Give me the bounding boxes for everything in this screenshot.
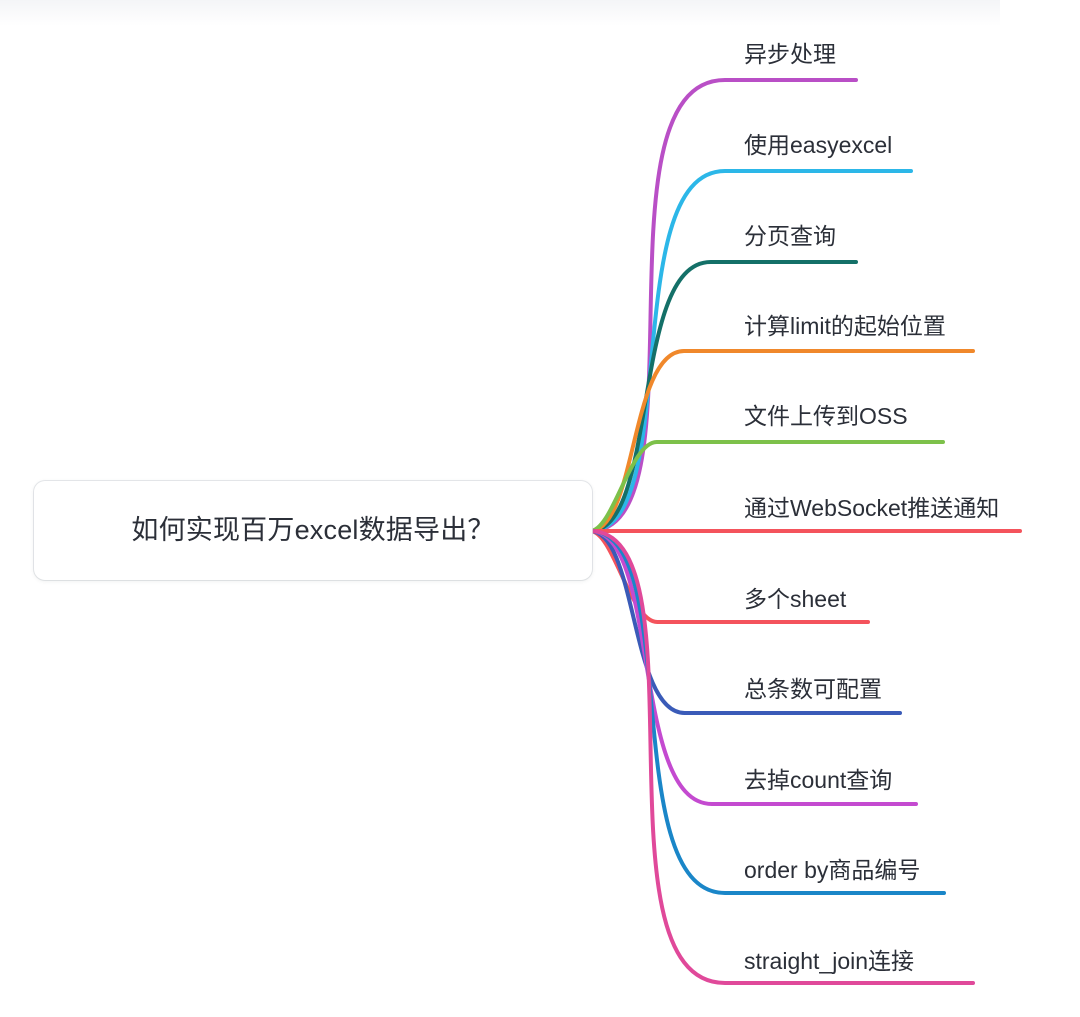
branch-label[interactable]: 多个sheet (744, 586, 847, 612)
branch-connector (588, 78, 858, 533)
root-node-label: 如何实现百万excel数据导出？ (131, 515, 495, 546)
branch-label[interactable]: 分页查询 (744, 223, 836, 249)
branch-connector (588, 529, 946, 895)
branch-label[interactable]: straight_join连接 (744, 948, 915, 974)
branch-connector (588, 349, 975, 533)
branch-label[interactable]: 计算limit的起始位置 (744, 313, 946, 339)
root-node[interactable]: 如何实现百万excel数据导出？ (34, 481, 592, 580)
branch-connector (588, 529, 918, 806)
branch-label[interactable]: 总条数可配置 (744, 676, 882, 702)
branch-label[interactable]: 使用easyexcel (744, 132, 893, 158)
branch-label[interactable]: order by商品编号 (744, 857, 921, 883)
branch-connector (588, 440, 945, 533)
branch-label[interactable]: 去掉count查询 (744, 767, 893, 793)
branch-connector (588, 169, 913, 533)
branch-connector (588, 529, 975, 985)
branch-label[interactable]: 文件上传到OSS (744, 403, 908, 429)
branch-label[interactable]: 异步处理 (744, 41, 836, 67)
branch-connector (588, 529, 902, 715)
branch-label[interactable]: 通过WebSocket推送通知 (744, 495, 1000, 521)
